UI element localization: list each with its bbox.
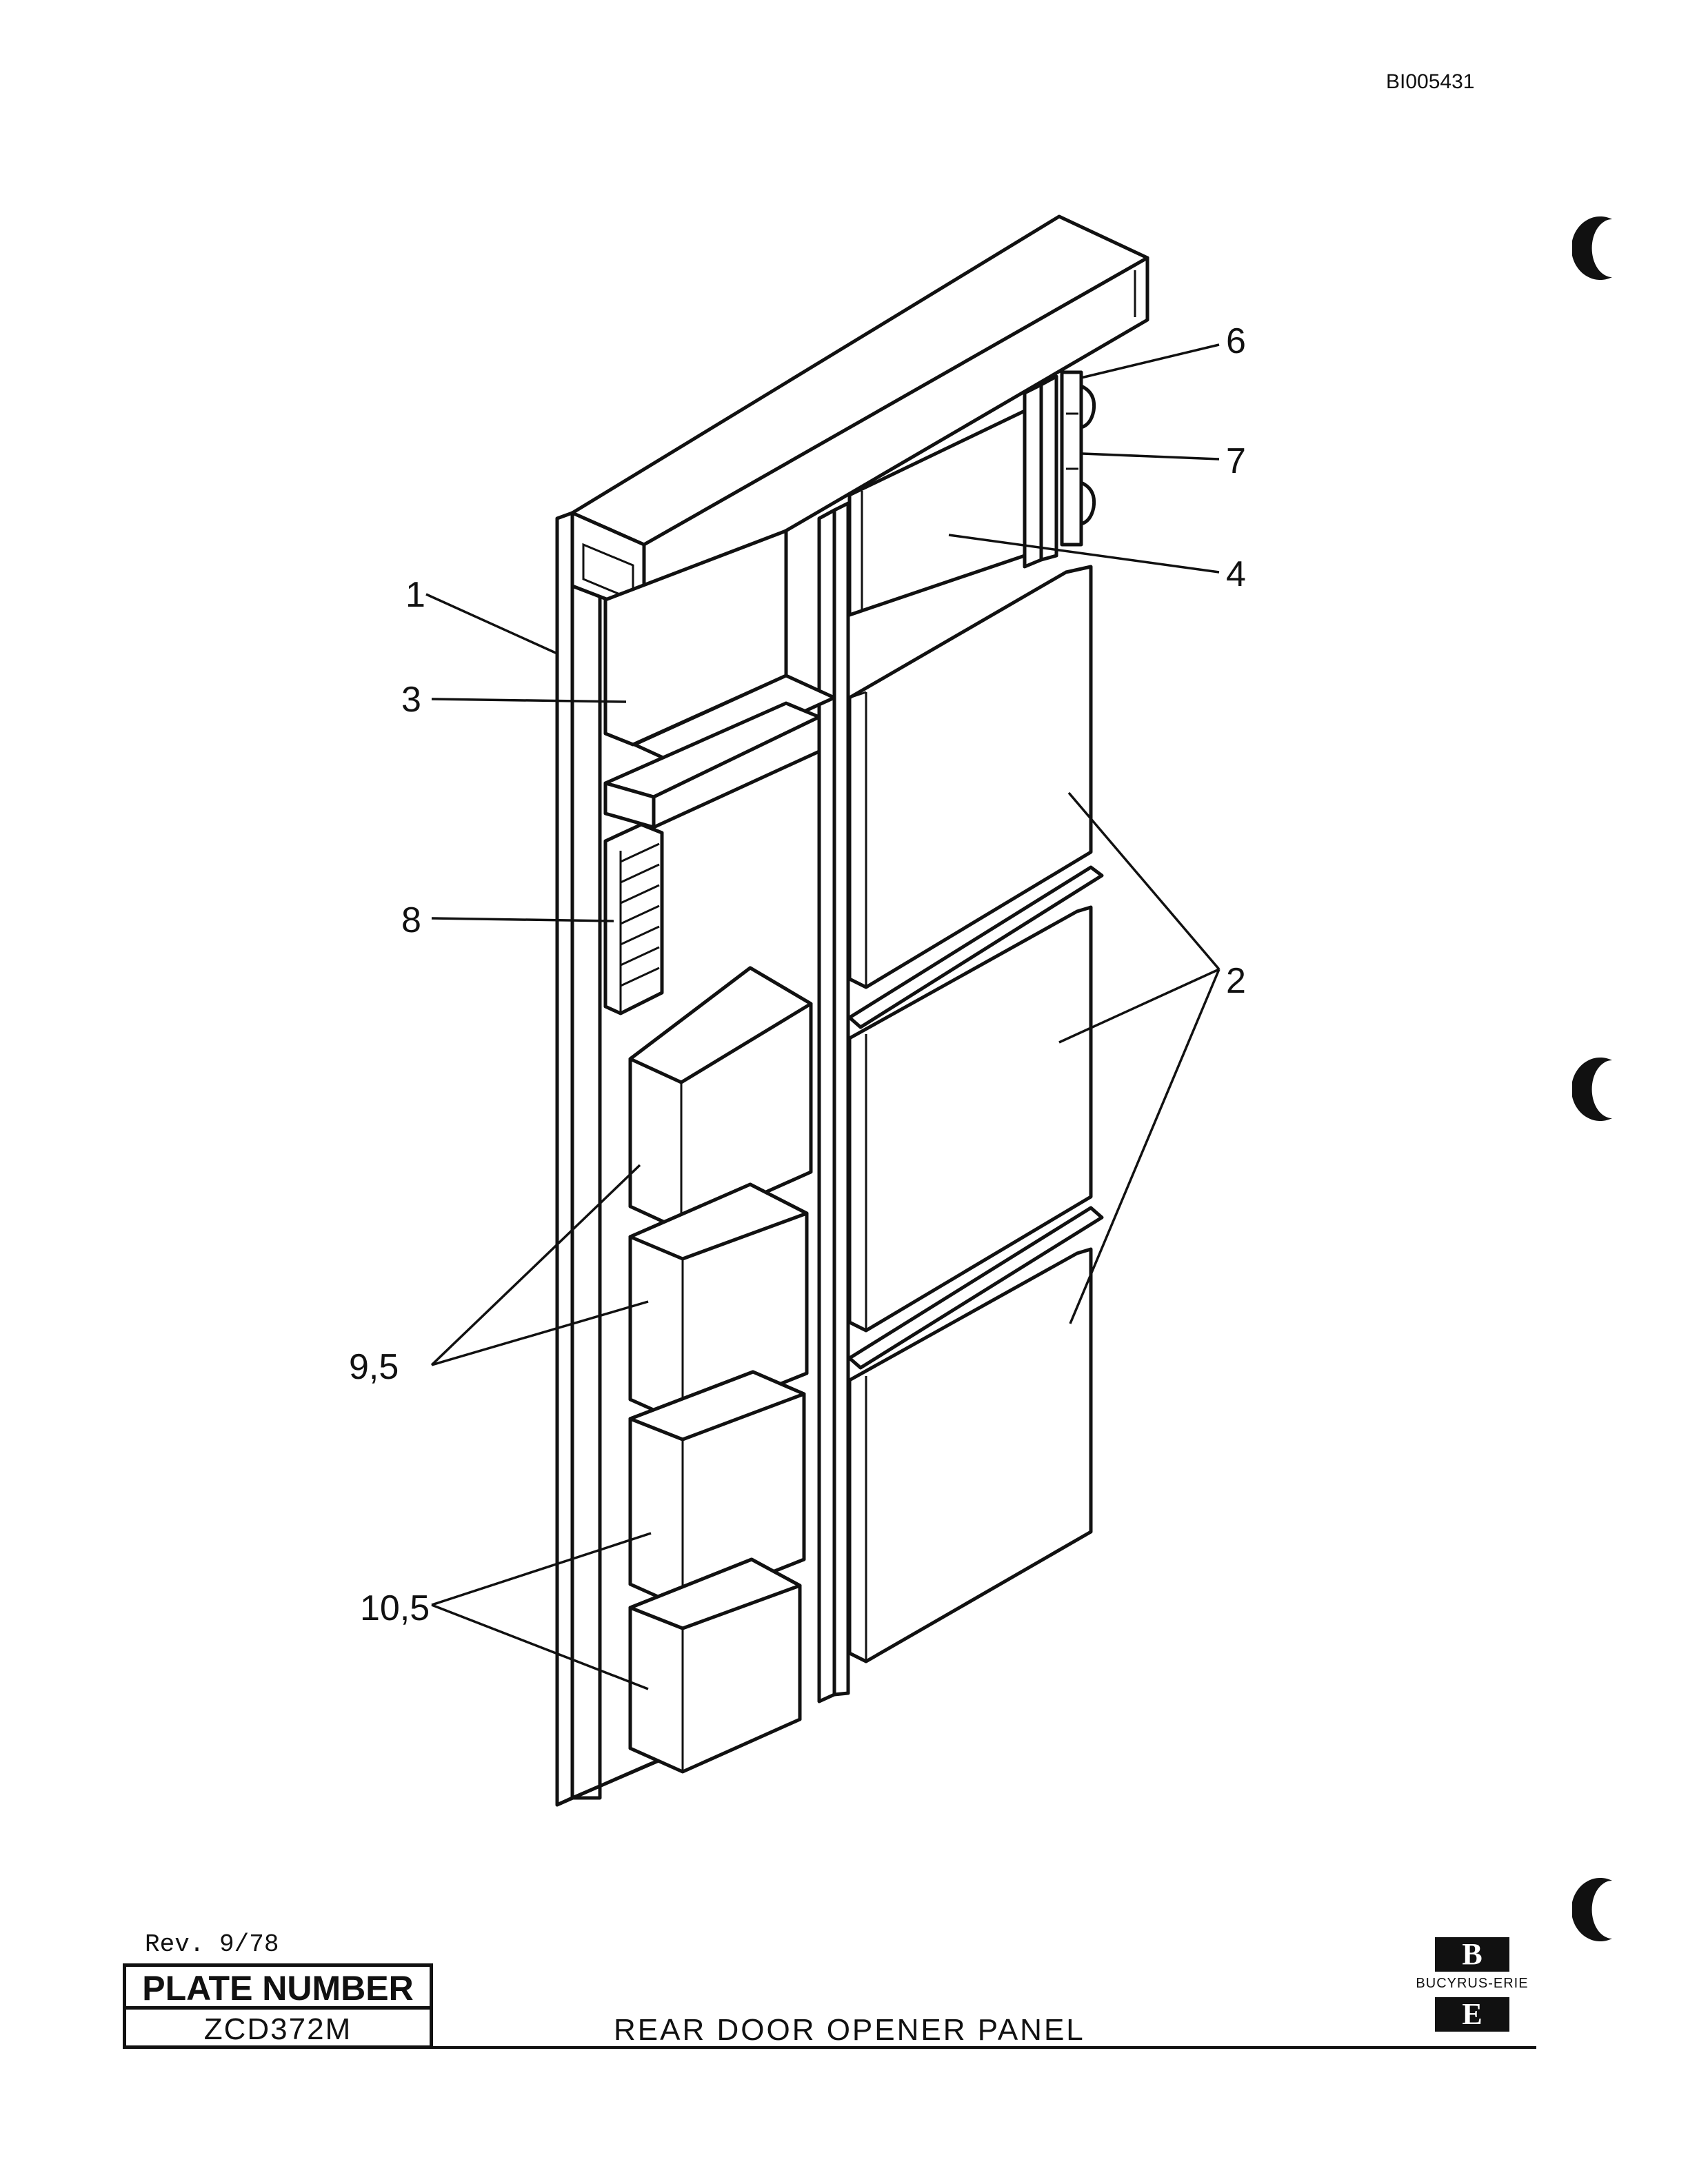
hinge-assembly — [1060, 370, 1096, 547]
plate-number-label: PLATE NUMBER — [126, 1967, 430, 2010]
plate-number-value: ZCD372M — [203, 2012, 352, 2046]
company-logo: B BUCYRUS-ERIE E — [1407, 1937, 1538, 2054]
right-panel-middle — [847, 905, 1093, 1333]
callout-2: 2 — [1226, 961, 1246, 1001]
punch-hole-mark — [1572, 1058, 1612, 1121]
leader-lines — [425, 343, 1220, 1690]
right-panel-shelf-1 — [847, 865, 1104, 1029]
right-panel-shelf-2 — [847, 1206, 1104, 1370]
callout-6: 6 — [1226, 321, 1246, 361]
callout-7: 7 — [1226, 441, 1246, 481]
drawing-title: REAR DOOR OPENER PANEL — [614, 2013, 1085, 2047]
callout-3: 3 — [401, 680, 421, 720]
center-post — [817, 501, 850, 1703]
logo-top-letter: B — [1435, 1937, 1509, 1972]
document-id: BI005431 — [1386, 70, 1475, 93]
callout-4: 4 — [1226, 554, 1246, 594]
punch-hole-mark — [1572, 1878, 1612, 1941]
right-panel-bottom — [847, 1247, 1093, 1664]
plate-number-box: PLATE NUMBER ZCD372M — [123, 1963, 433, 2049]
callout-8: 8 — [401, 900, 421, 940]
callout-10-5: 10,5 — [360, 1588, 430, 1628]
callout-labels: 1 2 3 4 6 7 8 9,5 10,5 — [349, 321, 1246, 1628]
component-box-1 — [628, 966, 813, 1232]
component-box-4 — [628, 1557, 802, 1774]
right-edge-strip — [1023, 374, 1058, 569]
punch-hole-mark — [1572, 216, 1612, 280]
revision-label: Rev. 9/78 — [145, 1930, 279, 1959]
logo-company-name: BUCYRUS-ERIE — [1416, 1976, 1529, 1991]
title-baseline — [123, 2046, 1536, 2049]
component-box-3 — [628, 1370, 806, 1610]
right-panel-top — [847, 565, 1093, 989]
crossbar-channel — [603, 674, 836, 829]
upper-right-panel — [847, 409, 1027, 617]
callout-1: 1 — [405, 575, 425, 615]
callout-9-5: 9,5 — [349, 1347, 399, 1387]
terminal-strip — [603, 822, 664, 1015]
component-box-2 — [628, 1182, 809, 1425]
logo-bottom-letter: E — [1435, 1997, 1509, 2032]
